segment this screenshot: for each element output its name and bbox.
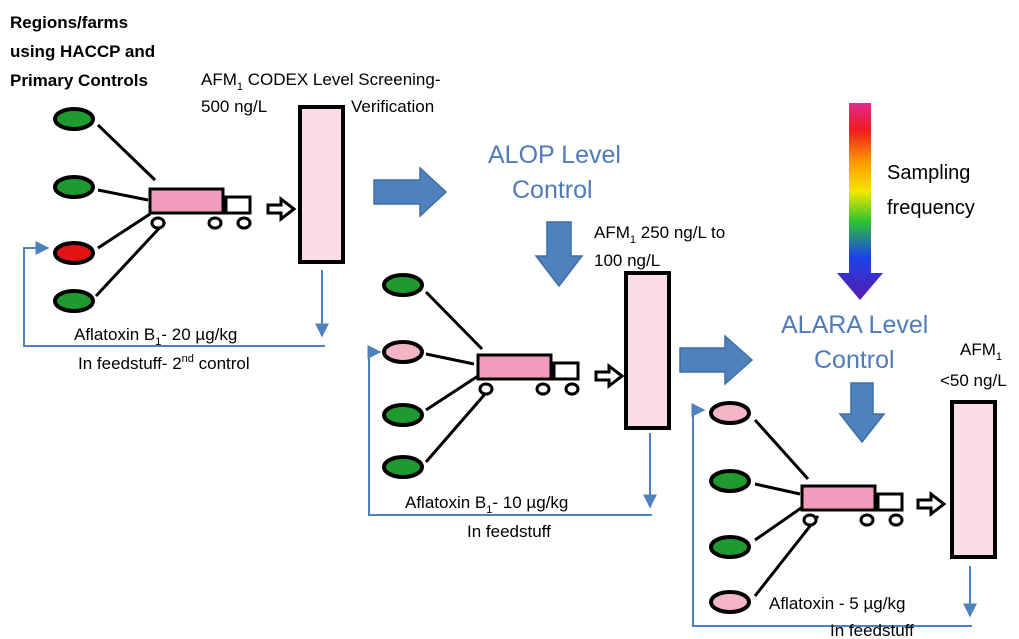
sampling-frequency-group: Sampling frequency xyxy=(837,103,975,300)
stage2-farms xyxy=(382,273,424,479)
truck-wheel xyxy=(888,513,904,527)
block-arrow-right-2 xyxy=(679,334,754,386)
stage1-truck xyxy=(148,187,252,230)
truck-trailer xyxy=(476,353,553,381)
alop-title-line2: Control xyxy=(512,176,593,204)
farm-oval xyxy=(53,175,95,199)
farm-oval xyxy=(382,273,424,297)
s2-afm-sub: 1 xyxy=(630,234,636,246)
alop-afm-line2: 100 ng/L xyxy=(594,251,660,270)
s2-afm: AFM xyxy=(594,223,630,242)
s1-feed-post: - 20 µg/kg xyxy=(161,325,237,344)
block-arrow-down-2 xyxy=(838,382,886,444)
stage2-farm-lines xyxy=(424,290,494,463)
alara-title-line1: ALARA Level xyxy=(781,311,928,339)
codex-text: CODEX Level Screening- xyxy=(243,70,440,89)
farm-oval xyxy=(709,535,751,559)
alara-afm-line2: <50 ng/L xyxy=(940,371,1007,390)
stage2-truck xyxy=(476,353,580,396)
stage3-small-arrow xyxy=(916,490,947,518)
farm-oval xyxy=(709,401,751,425)
codex-level-value: 500 ng/L xyxy=(201,97,267,116)
farm-oval xyxy=(382,340,424,364)
header-line1: Regions/farms xyxy=(10,13,128,32)
truck-wheel xyxy=(236,216,252,230)
stage3-group: ALARA Level Control AFM1 <50 ng/L xyxy=(691,311,1007,639)
s2-feed-sub: 1 xyxy=(486,504,492,516)
stage2-feedstuff-label: In feedstuff xyxy=(467,522,551,541)
sampling-label-line2: frequency xyxy=(887,197,975,219)
codex-level-label: AFM1 CODEX Level Screening- xyxy=(201,70,441,93)
s1-feed-pre: Aflatoxin B xyxy=(74,325,155,344)
s3-afm-sub: 1 xyxy=(996,351,1002,363)
farm-oval xyxy=(382,403,424,427)
stage1-farms xyxy=(53,107,95,313)
header-line3: Primary Controls xyxy=(10,71,148,90)
alop-afm-label: AFM1 250 ng/L to xyxy=(594,223,725,246)
farm-oval xyxy=(53,289,95,313)
truck-wheel xyxy=(478,382,494,396)
stage1-control-label: In feedstuff- 2nd control xyxy=(78,353,250,373)
stage3-truck xyxy=(800,484,904,527)
stage1-group: Regions/farms using HACCP and Primary Co… xyxy=(10,13,441,373)
truck-wheel xyxy=(859,513,875,527)
s2-afm-post: 250 ng/L to xyxy=(636,223,725,242)
alara-title-line2: Control xyxy=(814,346,895,374)
stage2-feedback-lines xyxy=(367,345,657,516)
truck-cab xyxy=(552,361,580,381)
truck-wheel xyxy=(802,513,818,527)
rainbow-gradient-arrow xyxy=(837,103,883,300)
farm-oval xyxy=(382,455,424,479)
stage3-farms xyxy=(709,401,751,614)
truck-wheel xyxy=(207,216,223,230)
s1-ctrl-pre: In feedstuff- 2 xyxy=(78,354,182,373)
stage1-small-arrow xyxy=(266,195,297,223)
truck-wheel xyxy=(535,382,551,396)
truck-cab xyxy=(876,492,904,512)
farm-oval xyxy=(709,590,751,614)
stage3-farm-lines xyxy=(753,418,820,597)
farm-oval xyxy=(53,107,95,131)
verification-label: Verification xyxy=(351,97,434,116)
truck-wheel xyxy=(564,382,580,396)
s1-feed-sub: 1 xyxy=(155,336,161,348)
stage1-feedback-lines xyxy=(23,241,329,347)
sampling-label-line1: Sampling xyxy=(887,162,970,184)
block-arrow-right-1 xyxy=(373,166,448,218)
stage1-farm-lines xyxy=(94,123,167,298)
farm-oval xyxy=(709,469,751,493)
stage2-feedstuff-limit: Aflatoxin B1- 10 µg/kg xyxy=(405,493,568,516)
truck-wheel xyxy=(150,216,166,230)
stage3-feedstuff-limit: Aflatoxin - 5 µg/kg xyxy=(769,594,905,613)
codex-afm: AFM xyxy=(201,70,237,89)
s2-feed-pre: Aflatoxin B xyxy=(405,493,486,512)
stage2-screening-box xyxy=(624,271,671,430)
alop-title-line1: ALOP Level xyxy=(488,141,621,169)
s3-afm: AFM xyxy=(960,340,996,359)
truck-trailer xyxy=(148,187,225,215)
stage1-feedstuff-limit: Aflatoxin B1- 20 µg/kg xyxy=(74,325,237,348)
codex-afm-sub: 1 xyxy=(237,81,243,93)
s1-ctrl-sup: nd xyxy=(182,353,194,365)
alara-afm-label: AFM1 xyxy=(960,340,1002,363)
s2-feed-post: - 10 µg/kg xyxy=(492,493,568,512)
truck-cab xyxy=(224,195,252,215)
header-line2: using HACCP and xyxy=(10,42,155,61)
stage3-screening-box xyxy=(950,400,997,559)
block-arrow-down-1 xyxy=(534,221,584,288)
stage2-group: ALOP Level Control AFM1 250 ng/L to 100 … xyxy=(367,141,725,541)
truck-trailer xyxy=(800,484,877,512)
stage3-feedstuff-label: In feedstuff xyxy=(830,621,914,639)
stage1-screening-box xyxy=(298,105,345,264)
stage2-small-arrow xyxy=(594,362,625,390)
farm-oval xyxy=(53,241,95,265)
s1-ctrl-post: control xyxy=(194,354,250,373)
stage3-feedback-lines xyxy=(691,403,977,627)
